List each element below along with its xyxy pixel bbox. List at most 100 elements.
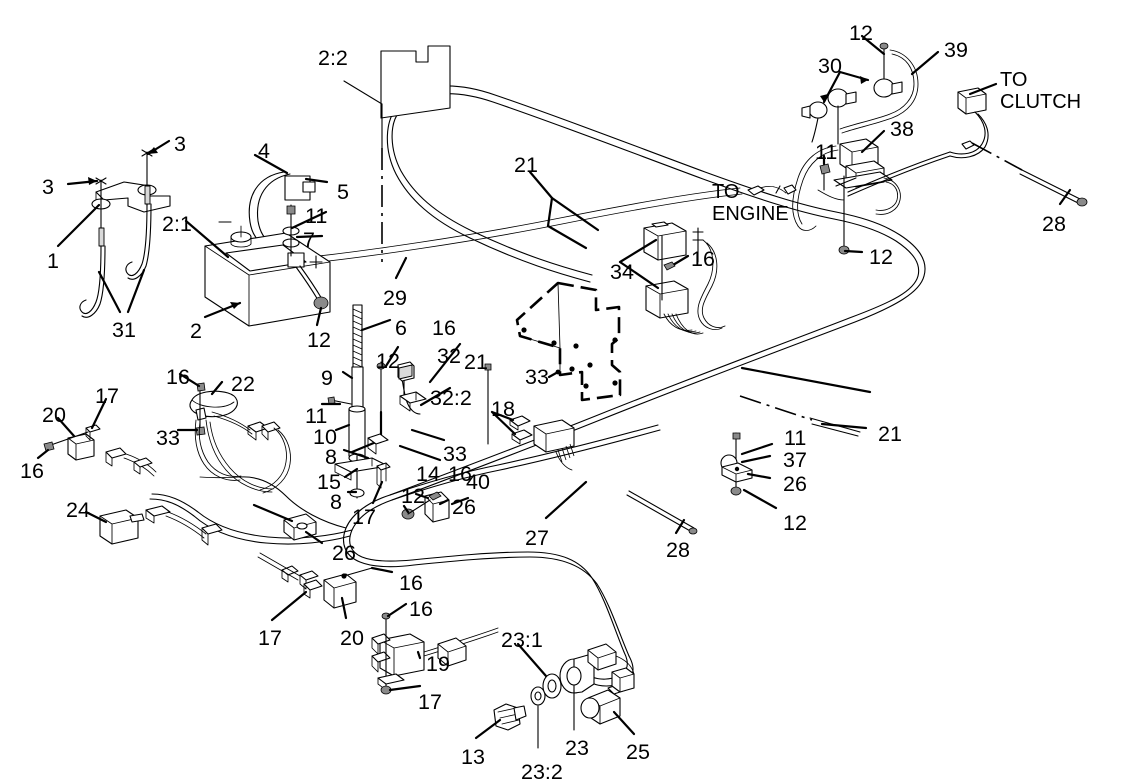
part-ignition-switch-cluster <box>474 642 636 749</box>
harness-main-loop <box>149 85 926 687</box>
callout-label-5: 5 <box>337 180 349 204</box>
callout-label-24: 24 <box>66 498 90 522</box>
callout-label-17: 17 <box>95 384 119 408</box>
callout-label-17: 17 <box>258 626 282 650</box>
callout-label-17: 17 <box>418 690 442 714</box>
callout-label-38: 38 <box>890 117 914 141</box>
callout-label-40: 40 <box>466 470 490 494</box>
callout-27 <box>544 480 588 520</box>
callout-label-12: 12 <box>307 328 331 352</box>
callout-label-23-1: 23:1 <box>501 628 543 652</box>
callout-label-16: 16 <box>448 462 472 486</box>
callout-label-12: 12 <box>849 21 873 45</box>
callout-label-26: 26 <box>332 541 356 565</box>
callout-label-11: 11 <box>305 404 328 428</box>
callout-label-26: 26 <box>783 472 807 496</box>
callout-label-28: 28 <box>666 538 690 562</box>
callout-label-12: 12 <box>869 245 893 269</box>
part-relays-34 <box>618 221 726 335</box>
callout-label-21: 21 <box>878 422 902 446</box>
callout-label-12: 12 <box>376 349 400 373</box>
callout-label-33: 33 <box>443 442 467 466</box>
callout-label-33: 33 <box>525 365 549 389</box>
callout-label-16: 16 <box>409 597 433 621</box>
callout-label-23: 23 <box>565 736 589 760</box>
callout-label-16: 16 <box>166 365 190 389</box>
callout-label-3: 3 <box>174 132 186 156</box>
callout-label-20: 20 <box>340 626 364 650</box>
callout-label-1: 1 <box>47 249 59 273</box>
callout-label-9: 9 <box>321 366 333 390</box>
part-clips-18 <box>490 410 533 445</box>
callout-label-11: 11 <box>784 426 807 450</box>
callout-label-39: 39 <box>944 38 968 62</box>
callout-label-21: 21 <box>464 350 488 374</box>
callout-label-27: 27 <box>525 526 549 550</box>
part-dashed-panel-33 <box>515 281 622 402</box>
callout-label-4: 4 <box>258 139 270 163</box>
part-switch-assembly-38-30 <box>792 34 940 255</box>
callout-label-37: 37 <box>783 448 807 472</box>
callout-label-30: 30 <box>818 54 842 78</box>
callout-label-19: 19 <box>426 652 450 676</box>
callout-label-17: 17 <box>352 505 376 529</box>
callout-label-8: 8 <box>325 445 337 469</box>
part-center-column-assembly <box>320 304 492 505</box>
part-battery-assembly <box>184 153 331 327</box>
note-to-engine: TO ENGINE <box>712 181 789 225</box>
callout-label-29: 29 <box>383 286 407 310</box>
callout-label-7: 7 <box>303 228 315 252</box>
note-to-engine-line1: TO <box>712 181 740 203</box>
callout-label-6: 6 <box>395 316 407 340</box>
callout-label-32: 32 <box>437 344 461 368</box>
callout-label-20: 20 <box>42 403 66 427</box>
callout-label-16: 16 <box>691 247 715 271</box>
callout-29 <box>394 256 408 280</box>
misc-leaders <box>450 496 470 506</box>
callout-label-10: 10 <box>313 425 337 449</box>
callout-label-28: 28 <box>1042 212 1066 236</box>
callout-label-12: 12 <box>783 511 807 535</box>
part-clutch-connector-28 <box>847 82 1088 207</box>
part-clamp-26-12 <box>401 491 450 523</box>
callout-21-wire-marker <box>528 170 600 250</box>
note-to-engine-line2: ENGINE <box>712 202 789 225</box>
part-label-tag-2-2 <box>343 45 451 262</box>
callout-label-16: 16 <box>399 571 423 595</box>
note-to-clutch-line2: CLUTCH <box>1000 90 1082 113</box>
callout-label-8: 8 <box>330 490 342 514</box>
callout-label-23-2: 23:2 <box>521 760 563 779</box>
callout-label-34: 34 <box>610 260 634 284</box>
callout-label-16: 16 <box>432 316 456 340</box>
callout-label-15: 15 <box>317 470 341 494</box>
callout-21-right <box>740 366 872 394</box>
part-engine-connector <box>747 184 797 196</box>
callout-label-11: 11 <box>305 204 328 228</box>
callout-label-26: 26 <box>452 495 476 519</box>
callout-label-2-2: 2:2 <box>318 46 348 70</box>
callout-label-33: 33 <box>156 426 180 450</box>
callout-label-22: 22 <box>231 372 255 396</box>
part-bottom-left-harness <box>36 372 324 590</box>
note-to-clutch-line1: TO <box>1000 69 1028 91</box>
callout-label-14: 14 <box>416 462 440 486</box>
part-bottom-center-cluster-20 <box>270 566 499 695</box>
callout-label-2-1: 2:1 <box>162 212 192 236</box>
part-bracket-hooks-1-3-31 <box>56 139 171 318</box>
callout-label-18: 18 <box>491 397 515 421</box>
callout-label-25: 25 <box>626 740 650 764</box>
part-rod-28-center <box>626 490 698 535</box>
part-right-clamp-37 <box>720 395 868 510</box>
part-connector-block-40 <box>533 419 575 471</box>
callout-label-2: 2 <box>190 319 202 343</box>
note-to-clutch: TO CLUTCH <box>1000 69 1082 113</box>
callout-label-12: 12 <box>401 484 425 508</box>
callout-label-16: 16 <box>20 459 44 483</box>
callout-label-3: 3 <box>42 175 54 199</box>
callout-label-11: 11 <box>815 140 838 164</box>
callout-label-32-2: 32:2 <box>430 386 472 410</box>
callout-label-21: 21 <box>514 153 538 177</box>
callout-label-13: 13 <box>461 745 485 769</box>
